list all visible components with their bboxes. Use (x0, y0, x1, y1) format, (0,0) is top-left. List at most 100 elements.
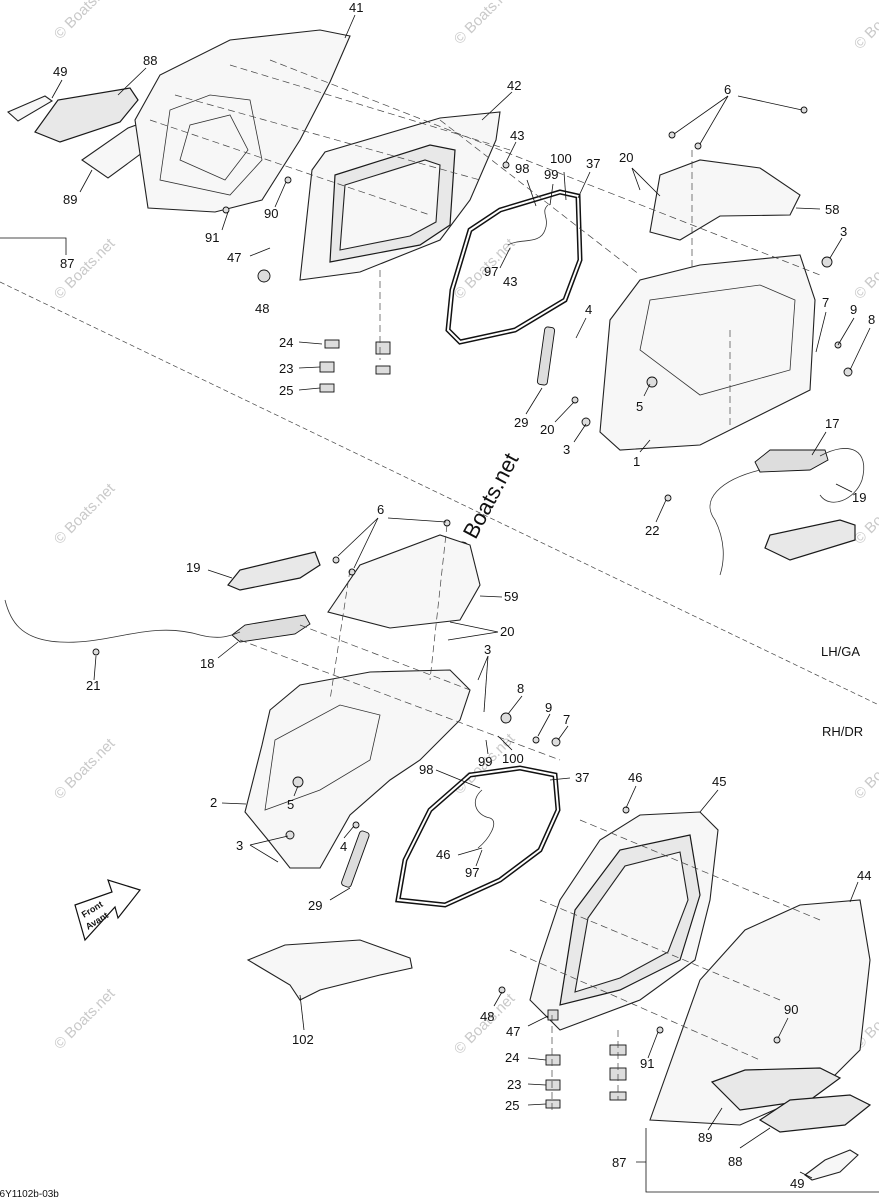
leader-line (298, 366, 321, 369)
bracket (545, 1099, 561, 1109)
fastener (571, 396, 579, 404)
bracket (545, 1079, 561, 1091)
callout-3: 3 (484, 642, 491, 657)
leader-line (505, 141, 517, 163)
leader-line (549, 777, 571, 781)
callout-29: 29 (514, 415, 528, 430)
gas-strut-part-29-lower (341, 830, 370, 888)
bracket (319, 361, 335, 373)
callout-19: 19 (186, 560, 200, 575)
lid-frame-window-inner (574, 851, 689, 993)
saddlebag-body-part-1 (599, 254, 816, 451)
seal-part-37-lower-inner (396, 766, 560, 907)
leader-line (527, 1057, 547, 1061)
callout-17: 17 (825, 416, 839, 431)
leader-line (625, 785, 637, 809)
badge-part-88-lower (758, 1094, 872, 1133)
leader-line (811, 431, 827, 456)
leader-line (537, 713, 551, 737)
callout-49: 49 (790, 1176, 804, 1191)
callout-100: 100 (550, 151, 572, 166)
callout-4: 4 (340, 839, 347, 854)
leader-line (477, 655, 489, 681)
callout-20: 20 (540, 422, 554, 437)
leader-line (507, 695, 523, 715)
callout-47: 47 (506, 1024, 520, 1039)
explode-line (429, 524, 448, 681)
leader-line (639, 439, 651, 453)
fastener (348, 568, 356, 576)
leader-line (343, 825, 355, 839)
leader-line (699, 95, 729, 145)
callout-48: 48 (480, 1009, 494, 1024)
callout-3: 3 (563, 442, 570, 457)
callout-3: 3 (236, 838, 243, 853)
callout-7: 7 (822, 295, 829, 310)
callout-9: 9 (545, 700, 552, 715)
seal-part-37-upper-inner (446, 190, 582, 344)
callout-9: 9 (850, 302, 857, 317)
callout-59: 59 (504, 589, 518, 604)
latch-cover-part-19-upper (764, 519, 856, 561)
callout-102: 102 (292, 1032, 314, 1047)
fastener (222, 206, 230, 214)
callout-100: 100 (502, 751, 524, 766)
callout-22: 22 (645, 523, 659, 538)
watermark: © Boats.net (51, 735, 119, 803)
leader-line (527, 1015, 549, 1027)
leader-line (117, 67, 147, 96)
leader-line (479, 595, 503, 598)
leader-line (647, 1031, 659, 1059)
seal-part-37-upper (445, 189, 583, 345)
leader-line (485, 739, 489, 755)
explode-lines-lower (239, 524, 821, 1110)
callout-97: 97 (484, 264, 498, 279)
saddlebag-body-detail (639, 284, 796, 396)
watermark: © Boats.net (51, 480, 119, 548)
callout-5: 5 (636, 399, 643, 414)
callout-88: 88 (143, 53, 157, 68)
callout-99: 99 (478, 754, 492, 769)
callout-37: 37 (575, 770, 589, 785)
leader-line (497, 735, 513, 751)
leader-line (329, 887, 351, 901)
watermark: © Boats.net (851, 735, 879, 803)
leader-line (739, 1127, 771, 1149)
leader-line (0, 237, 67, 255)
bracket (375, 365, 391, 375)
callout-20: 20 (619, 150, 633, 165)
callout-87: 87 (612, 1155, 626, 1170)
leader-line (481, 91, 513, 121)
bracket (545, 1054, 561, 1066)
leader-line (483, 655, 489, 713)
leader-line (815, 311, 827, 353)
fastener (622, 806, 630, 814)
callout-88: 88 (728, 1154, 742, 1169)
watermark: © Boats.net (51, 985, 119, 1053)
callout-91: 91 (205, 230, 219, 245)
leader-line (849, 881, 859, 903)
leader-line (221, 211, 229, 231)
leader-line (631, 167, 641, 191)
callout-6: 6 (724, 82, 731, 97)
fastener (694, 142, 702, 150)
callout-41: 41 (349, 0, 363, 15)
callout-20: 20 (500, 624, 514, 639)
callout-89: 89 (698, 1130, 712, 1145)
leader-lines (0, 14, 879, 1193)
leader-line (707, 1107, 723, 1131)
fastener (773, 1036, 781, 1044)
fastener (285, 830, 295, 840)
callout-3: 3 (840, 224, 847, 239)
callout-91: 91 (640, 1056, 654, 1071)
leader-line (249, 835, 289, 846)
callout-37: 37 (586, 156, 600, 171)
fastener (646, 376, 658, 388)
leader-line (499, 247, 511, 269)
callout-98: 98 (419, 762, 433, 777)
leader-line (221, 802, 247, 805)
gas-strut-part-29-upper (536, 326, 556, 386)
callout-89: 89 (63, 192, 77, 207)
leader-line (79, 169, 93, 193)
